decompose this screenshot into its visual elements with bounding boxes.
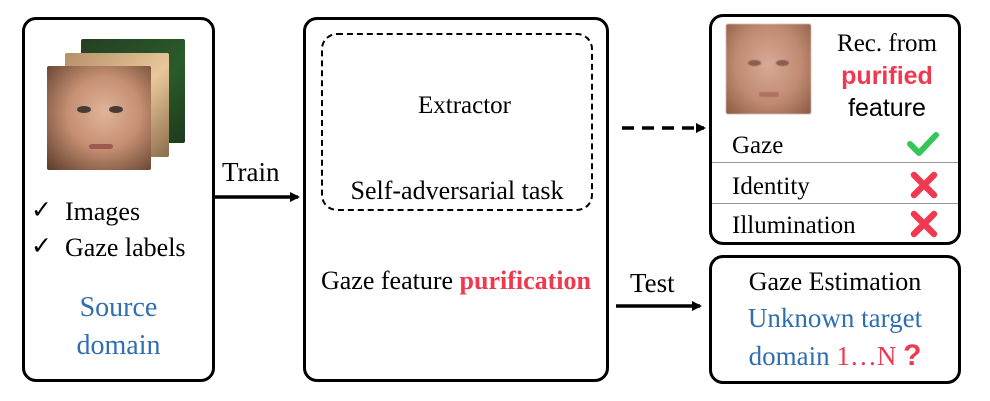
reconstruction-box: Rec. from purified feature Gaze Identity… (709, 14, 961, 245)
estimation-domain-word: domain (748, 341, 830, 371)
estimation-line2: domain 1…N ? (712, 341, 958, 371)
reconstructed-eye-left (748, 60, 761, 66)
rec-row-gaze-label: Gaze (732, 132, 784, 159)
train-label: Train (222, 157, 280, 187)
face-eye-right (109, 106, 123, 113)
gaze-estimation-box: Gaze Estimation Unknown target domain 1…… (709, 255, 961, 384)
extractor-label: Extractor (418, 92, 512, 119)
rec-line2: purified (841, 62, 933, 90)
cross-icon (910, 171, 938, 199)
face-eye-left (77, 106, 91, 113)
source-item-images: Images (65, 197, 141, 226)
row-divider (712, 203, 958, 204)
rec-row-identity-label: Identity (732, 173, 810, 200)
source-label-line2: domain (76, 330, 161, 361)
source-label-line1: Source (79, 292, 158, 323)
reconstructed-face-image (726, 24, 811, 114)
face-mouth (89, 144, 113, 149)
reconstructed-eye-right (776, 60, 789, 66)
source-domain-box: ✓ Images ✓ Gaze labels Source domain (22, 17, 215, 382)
reconstructed-mouth (759, 92, 779, 97)
estimation-range: 1…N (836, 341, 897, 371)
face-image-front (47, 66, 151, 170)
rec-line3: feature (848, 94, 926, 122)
source-item-gaze-labels: Gaze labels (65, 233, 186, 262)
check-icon-gaze-labels: ✓ (31, 231, 52, 260)
rec-row-illumination-label: Illumination (732, 212, 856, 239)
row-divider (712, 162, 958, 163)
estimation-line1: Unknown target (747, 303, 923, 333)
purification-label: Gaze feature purification (305, 268, 607, 294)
rec-line1: Rec. from (837, 30, 937, 57)
purification-word: purification (459, 266, 591, 295)
test-label: Test (630, 268, 675, 298)
check-icon-images: ✓ (31, 195, 52, 224)
self-adversarial-dashed-box (321, 33, 593, 211)
question-icon: ? (903, 339, 922, 372)
cross-icon (910, 210, 938, 238)
check-icon (907, 132, 939, 156)
purification-prefix: Gaze feature (320, 266, 454, 295)
task-label: Self-adversarial task (350, 176, 564, 205)
training-box (303, 17, 609, 382)
estimation-title: Gaze Estimation (748, 267, 922, 296)
